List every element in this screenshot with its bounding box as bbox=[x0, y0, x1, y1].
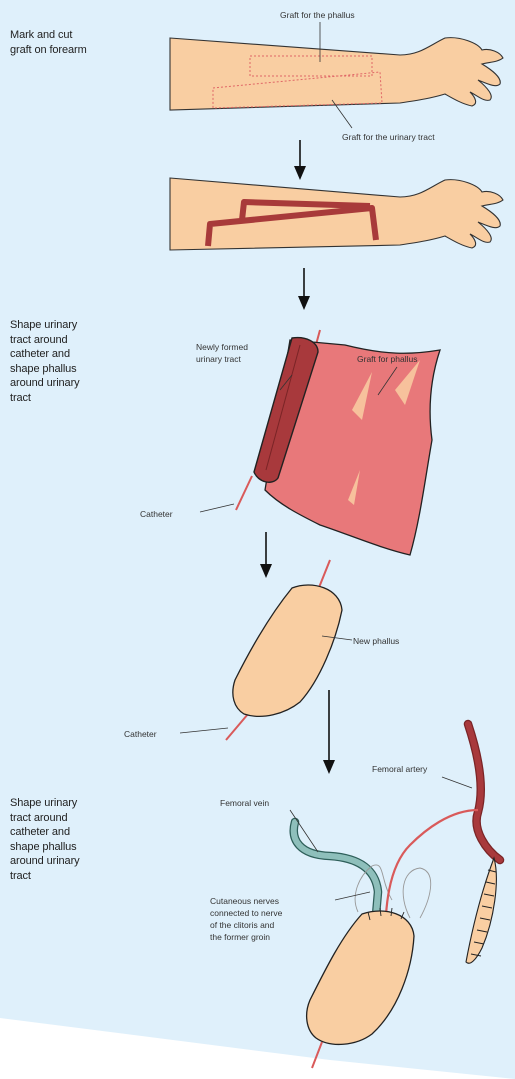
label-catheter-2: Catheter bbox=[124, 729, 157, 739]
step-2-text: Shape urinary tract around catheter and … bbox=[10, 318, 130, 405]
label-graft-phallus: Graft for the phallus bbox=[280, 10, 355, 20]
label-newly-formed-2: urinary tract bbox=[196, 354, 242, 364]
label-graft-for-phallus: Graft for phallus bbox=[357, 354, 417, 364]
label-catheter-1: Catheter bbox=[140, 509, 173, 519]
label-nerves-4: the former groin bbox=[210, 932, 270, 942]
label-nerves-2: connected to nerve bbox=[210, 908, 283, 918]
step-3-text: Shape urinary tract around catheter and … bbox=[10, 796, 130, 883]
label-nerves-1: Cutaneous nerves bbox=[210, 896, 279, 906]
label-new-phallus: New phallus bbox=[353, 636, 399, 646]
label-femoral-artery: Femoral artery bbox=[372, 764, 428, 774]
label-newly-formed-1: Newly formed bbox=[196, 342, 248, 352]
step-1-text: Mark and cut graft on forearm bbox=[10, 28, 130, 57]
label-graft-urinary: Graft for the urinary tract bbox=[342, 132, 435, 142]
label-nerves-3: of the clitoris and bbox=[210, 920, 275, 930]
label-femoral-vein: Femoral vein bbox=[220, 798, 269, 808]
